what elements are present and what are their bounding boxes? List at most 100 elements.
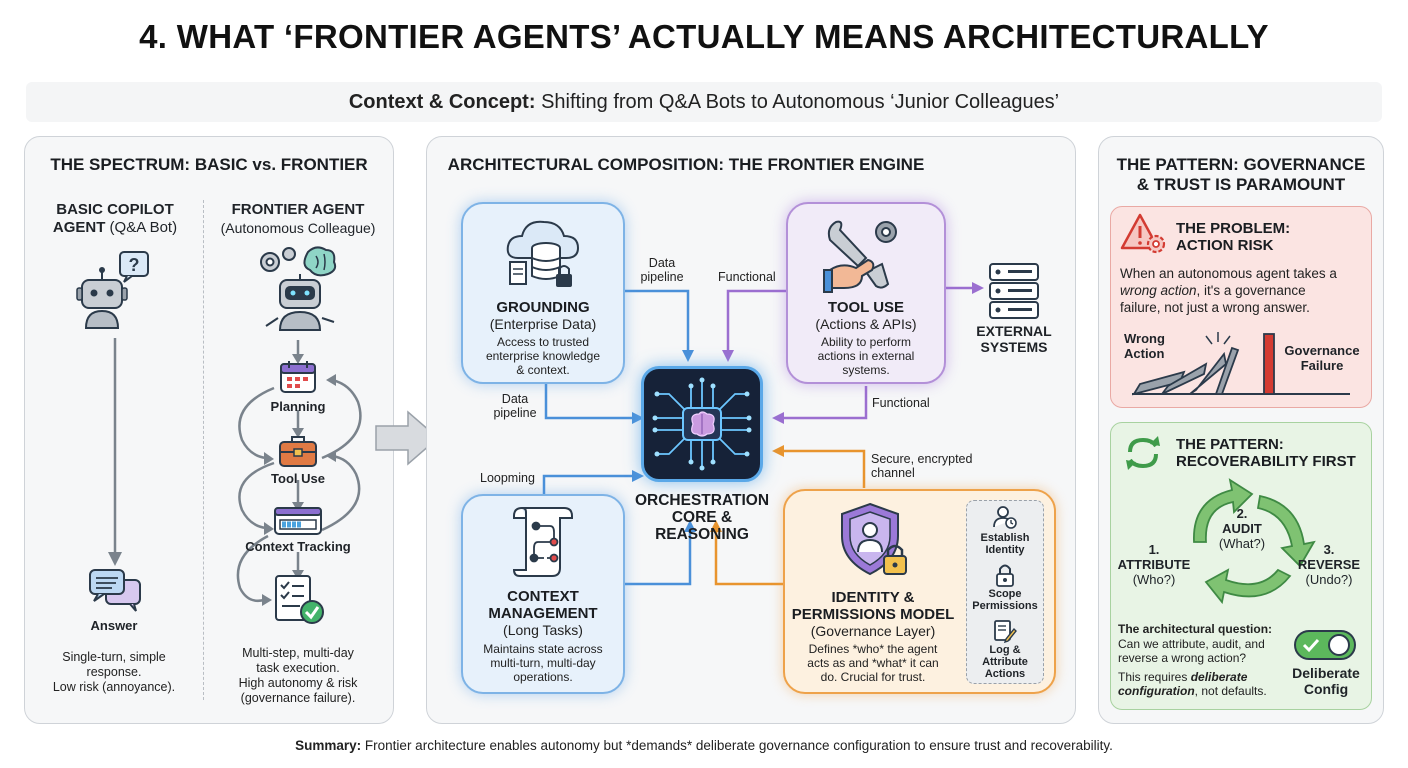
audit-q: (What?) [1218, 536, 1266, 551]
deliberate-config-label: Deliberate Config [1280, 665, 1372, 697]
external-l2: SYSTEMS [980, 339, 1048, 355]
step-establish-l1: Establish [980, 532, 1030, 544]
scroll-flow-icon [512, 506, 573, 577]
conn-data-pipeline-top: Data pipeline [622, 256, 702, 284]
identity-t2: PERMISSIONS MODEL [791, 606, 955, 623]
answer-chat-icon [89, 569, 141, 612]
context-t1: CONTEXT [507, 588, 579, 605]
attribute-t: ATTRIBUTE [1117, 557, 1191, 572]
step-log-l3: Actions [984, 668, 1026, 680]
recover-h2: RECOVERABILITY FIRST [1176, 453, 1356, 470]
context-management-sub: (Long Tasks) [503, 622, 583, 638]
spectrum-panel [24, 136, 394, 724]
reverse-q: (Undo?) [1305, 572, 1353, 587]
svg-text:?: ? [129, 255, 140, 275]
recoverability-cycle [1193, 478, 1316, 605]
frontier-desc-4: (governance failure). [240, 691, 356, 705]
identity-step-establish: Establish Identity [966, 532, 1044, 556]
problem-heading: THE PROBLEM: ACTION RISK [1176, 220, 1366, 254]
wrong-action-l1: Wrong [1124, 331, 1165, 346]
calendar-icon [280, 361, 316, 393]
summary-footer: Summary: Frontier architecture enables a… [0, 738, 1408, 753]
identity-d1: Defines *who* the agent [808, 642, 938, 656]
step-log-l2: Attribute [982, 656, 1028, 668]
step-establish-l2: Identity [985, 544, 1025, 556]
external-systems-label: EXTERNAL SYSTEMS [962, 323, 1066, 355]
governance-title-1: THE PATTERN: GOVERNANCE [1116, 155, 1366, 174]
audit-t: AUDIT [1222, 521, 1262, 536]
recover-h1: THE PATTERN: [1176, 436, 1284, 453]
refresh-cycle-icon [1126, 436, 1160, 470]
database-cloud-icon [506, 220, 580, 287]
toggle-l1: Deliberate [1292, 665, 1360, 681]
context-management-desc: Maintains state across multi-turn, multi… [461, 642, 625, 684]
identity-desc: Defines *who* the agent acts as and *wha… [783, 642, 963, 684]
wrong-action-l2: Action [1124, 346, 1165, 361]
user-clock-icon [993, 506, 1017, 529]
subtitle-label: Context & Concept: [348, 91, 536, 113]
step-planning-label: Planning [270, 399, 326, 414]
toggle-knob [1328, 634, 1350, 656]
tooluse-desc: Ability to perform actions in external s… [786, 335, 946, 377]
identity-title: IDENTITY & PERMISSIONS MODEL [783, 589, 963, 623]
reverse-n: 3. [1323, 542, 1335, 557]
basic-agent-title: BASIC COPILOT [56, 201, 174, 218]
warning-gear-icon [1120, 213, 1166, 254]
summary-text: Frontier architecture enables autonomy b… [361, 738, 1113, 753]
check-icon [1302, 638, 1320, 653]
subtitle-bar: Context & Concept: Shifting from Q&A Bot… [26, 82, 1382, 122]
toggle-l2: Config [1303, 681, 1349, 697]
lock-icon [996, 564, 1014, 587]
chip-brain-icon [652, 377, 752, 471]
step-scope-l1: Scope [988, 588, 1022, 600]
conn-data-pipeline-left: Data pipeline [480, 392, 550, 420]
frontier-robot-icon [260, 246, 337, 331]
frontier-desc-1: Multi-step, multi-day [242, 646, 354, 660]
shield-user-lock-icon [841, 502, 907, 576]
orchestration-core-label: ORCHESTRATION CORE & REASONING [622, 492, 782, 543]
grounding-d2: enterprise knowledge [485, 349, 601, 363]
gov-failure-l2: Failure [1300, 358, 1344, 373]
conn-data2a: Data [501, 392, 529, 406]
gov-failure-l1: Governance [1284, 343, 1360, 358]
requires-1: This requires [1118, 669, 1191, 684]
tooluse-d2: actions in external [817, 349, 915, 363]
context-d2: multi-turn, multi-day [490, 656, 596, 670]
frontier-agent-heading: FRONTIER AGENT (Autonomous Colleague) [212, 201, 384, 237]
conn-looping: Loopming [480, 471, 535, 485]
grounding-d3: & context. [516, 363, 570, 377]
checklist-icon [275, 575, 324, 624]
deliberate-config-toggle[interactable] [1294, 630, 1356, 660]
recoverability-heading: THE PATTERN: RECOVERABILITY FIRST [1176, 436, 1366, 470]
core-l3: REASONING [655, 526, 749, 543]
audit-n: 2. [1236, 506, 1248, 521]
step-context-label: Context Tracking [245, 539, 351, 554]
core-l2: CORE & [671, 509, 733, 526]
identity-sub: (Governance Layer) [810, 623, 936, 639]
spectrum-title: THE SPECTRUM: BASIC vs. FRONTIER [50, 155, 368, 174]
conn-secure2: channel [871, 466, 915, 480]
basic-agent-tag: (Q&A Bot) [105, 219, 178, 236]
step-tooluse-label: Tool Use [271, 471, 325, 486]
tooluse-card [786, 202, 946, 384]
core-l1: ORCHESTRATION [634, 492, 770, 509]
requires-1b: deliberate [1190, 669, 1248, 684]
conn-data1b: pipeline [640, 270, 684, 284]
problem-h1: THE PROBLEM: [1176, 220, 1291, 237]
engine-title: ARCHITECTURAL COMPOSITION: THE FRONTIER … [447, 155, 925, 174]
frontier-flow [236, 340, 362, 606]
identity-step-log: Log & Attribute Actions [966, 644, 1044, 680]
problem-t2a: wrong action [1120, 283, 1197, 298]
basic-agent-heading: BASIC COPILOT AGENT (Q&A Bot) [40, 201, 190, 237]
conn-data2b: pipeline [493, 406, 537, 420]
subtitle-text: Shifting from Q&A Bots to Autonomous ‘Ju… [535, 91, 1060, 113]
question-head: The architectural question: [1118, 622, 1273, 636]
frontier-agent-desc: Multi-step, multi-day task execution. Hi… [212, 646, 384, 706]
conn-data1a: Data [648, 256, 676, 270]
context-d3: operations. [513, 670, 573, 684]
conn-secure1: Secure, encrypted [871, 452, 973, 466]
identity-d3: do. Crucial for trust. [820, 670, 926, 684]
grounding-d1: Access to trusted [496, 335, 590, 349]
conn-secure: Secure, encrypted channel [871, 452, 972, 480]
governance-title-2: & TRUST IS PARAMOUNT [1136, 175, 1346, 194]
